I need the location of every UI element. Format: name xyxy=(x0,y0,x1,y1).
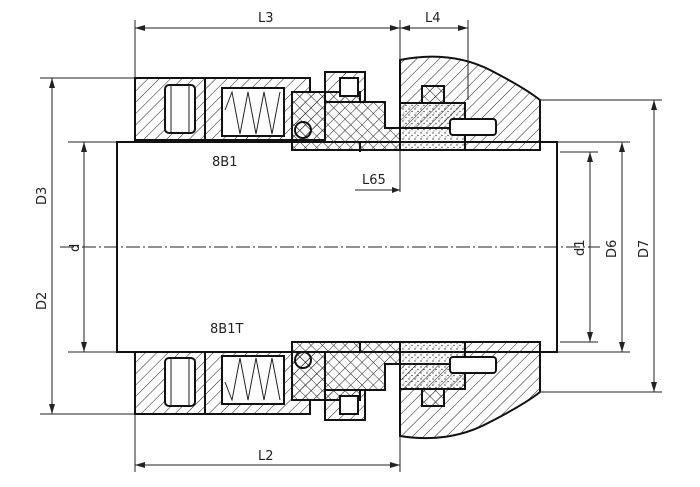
top-seat-o-ring xyxy=(421,85,445,104)
dim-d1: d1 xyxy=(573,152,593,342)
top-seal-assembly xyxy=(134,55,541,151)
top-model-label: 8B1 xyxy=(212,155,237,170)
dim-D6: D6 xyxy=(605,142,625,352)
dim-d1-label: d1 xyxy=(573,239,588,256)
bottom-model-label: 8B1T xyxy=(210,322,243,337)
dim-L2-label: L2 xyxy=(258,449,274,464)
dim-D3: D3 xyxy=(35,78,55,247)
bottom-anti-rotation-pin xyxy=(449,356,497,374)
top-o-ring xyxy=(294,121,312,139)
bottom-spring xyxy=(224,357,281,402)
dim-D7-label: D7 xyxy=(637,240,652,258)
bottom-spring-pocket xyxy=(221,355,285,405)
dim-L4-label: L4 xyxy=(425,11,441,26)
bottom-set-screw xyxy=(164,357,196,407)
bottom-seat-o-ring xyxy=(421,388,445,407)
top-spring-pocket xyxy=(221,87,285,137)
dim-L65-label: L65 xyxy=(362,173,386,188)
dim-L65: L65 xyxy=(355,150,401,193)
dim-D3-label: D3 xyxy=(35,187,50,205)
bottom-seal-assembly xyxy=(134,341,541,440)
dim-D2: D2 xyxy=(35,247,55,414)
dim-d: d xyxy=(68,142,87,352)
dim-L3: L3 xyxy=(135,11,400,31)
dim-D6-label: D6 xyxy=(605,240,620,258)
dim-L4: L4 xyxy=(400,11,468,31)
top-anti-rotation-pin xyxy=(449,118,497,136)
top-set-screw xyxy=(164,84,196,134)
dim-L3-label: L3 xyxy=(258,11,274,26)
top-spring xyxy=(224,90,281,135)
dim-D7: D7 xyxy=(637,100,657,392)
dim-L2: L2 xyxy=(135,449,400,468)
dim-D2-label: D2 xyxy=(35,292,50,310)
dim-d-label: d xyxy=(68,244,83,252)
bottom-o-ring xyxy=(294,351,312,369)
